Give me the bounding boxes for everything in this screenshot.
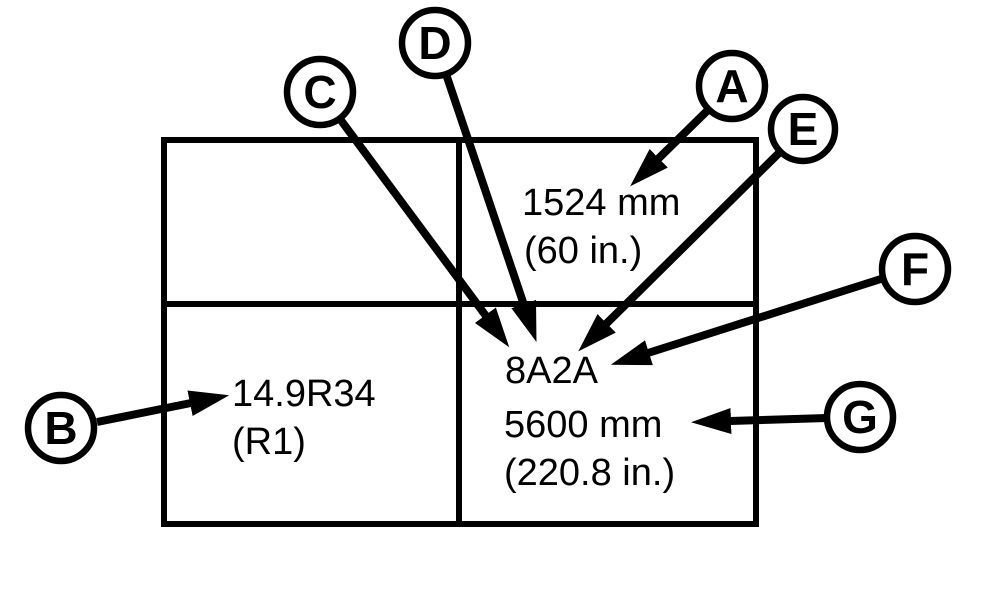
callout-e-letter: E: [788, 103, 819, 155]
label-tire-size: 14.9R34 (R1): [232, 373, 376, 463]
callout-g: G: [823, 380, 897, 454]
arrow-g: [691, 407, 828, 434]
callout-e-circle: [767, 93, 839, 165]
arrow-a: [630, 106, 712, 187]
arrow-d: [442, 72, 537, 342]
label-dimension-block: 8A2A 5600 mm (220.8 in.): [504, 350, 675, 494]
callout-c: C: [283, 55, 357, 129]
callout-b-circle: [24, 391, 98, 465]
callout-a-circle: [695, 49, 769, 123]
callout-f-circle: [878, 232, 952, 306]
callout-d-circle: [398, 6, 472, 80]
callout-g-letter: G: [842, 391, 878, 443]
callout-a-letter: A: [715, 60, 748, 112]
callout-g-circle: [823, 380, 897, 454]
callout-f-letter: F: [901, 243, 929, 295]
tire-size-value: 14.9R34: [232, 373, 376, 415]
tread-width-in: (60 in.): [524, 230, 642, 272]
callout-c-letter: C: [303, 66, 336, 118]
callout-d-letter: D: [418, 17, 451, 69]
tire-size-type: (R1): [232, 421, 306, 463]
callout-f: F: [878, 232, 952, 306]
arrow-f: [610, 274, 886, 366]
arrow-b: [96, 390, 230, 426]
dimension-mm: 5600 mm: [504, 404, 662, 446]
arrow-c: [336, 116, 510, 348]
callout-d: D: [398, 6, 472, 80]
label-tread-width: 1524 mm (60 in.): [522, 182, 680, 272]
callout-e: E: [767, 93, 839, 165]
callout-a: A: [695, 49, 769, 123]
dimension-code: 8A2A: [505, 350, 599, 392]
arrow-e: [578, 149, 783, 352]
callout-c-circle: [283, 55, 357, 129]
callout-b-letter: B: [44, 402, 77, 454]
tread-width-mm: 1524 mm: [522, 182, 680, 224]
dimension-in: (220.8 in.): [504, 452, 675, 494]
callout-b: B: [24, 391, 98, 465]
